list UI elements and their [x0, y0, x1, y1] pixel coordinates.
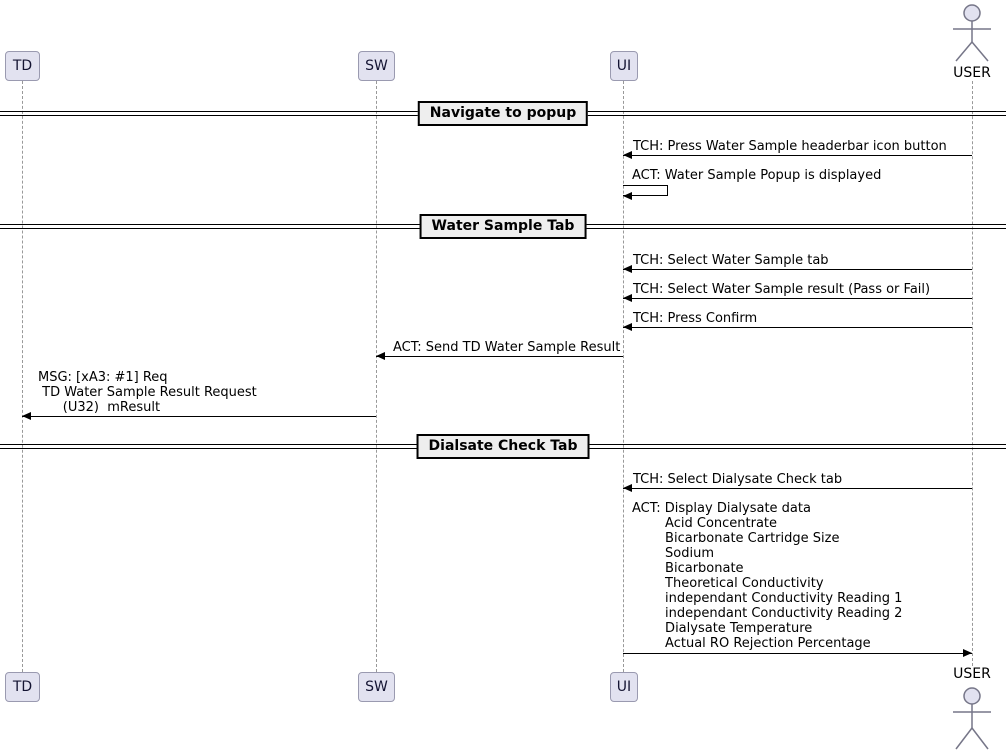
lifeline-ui	[623, 81, 624, 672]
message-td-water-sample-result-request: MSG: [xA3: #1] Req TD Water Sample Resul…	[38, 370, 257, 415]
lifeline-user	[972, 81, 973, 666]
user-actor-icon-bottom	[953, 687, 991, 750]
message-water-sample-popup-displayed: ACT: Water Sample Popup is displayed	[632, 168, 882, 183]
message-select-water-sample-tab: TCH: Select Water Sample tab	[633, 253, 829, 268]
arrowhead-left-icon	[22, 412, 31, 420]
participant-ui-label: UI	[616, 679, 632, 695]
divider-dialsate-check-tab: Dialsate Check Tab	[0, 434, 1006, 459]
arrowhead-left-icon	[623, 192, 632, 200]
user-actor-label-bottom: USER	[953, 666, 991, 682]
participant-sw-top: SW	[358, 51, 395, 81]
participant-td-label: TD	[12, 58, 33, 74]
message-send-td-water-sample-result: ACT: Send TD Water Sample Result	[393, 340, 621, 355]
arrow-m7	[22, 412, 376, 420]
lifeline-sw	[376, 81, 377, 672]
arrowhead-left-icon	[623, 265, 632, 273]
message-press-confirm: TCH: Press Confirm	[633, 311, 758, 326]
participant-sw-label: SW	[365, 58, 388, 74]
participant-td-label: TD	[12, 679, 33, 695]
arrowhead-left-icon	[623, 323, 632, 331]
divider-navigate-to-popup: Navigate to popup	[0, 101, 1006, 126]
lifeline-td	[22, 81, 23, 672]
user-actor-label-top: USER	[953, 65, 991, 81]
arrow-m8	[623, 484, 972, 492]
arrowhead-right-icon	[963, 649, 972, 657]
participant-sw-label: SW	[365, 679, 388, 695]
message-display-dialysate-data: ACT: Display Dialysate data Acid Concent…	[632, 501, 903, 651]
message-select-water-sample-result: TCH: Select Water Sample result (Pass or…	[633, 282, 931, 297]
participant-ui-bottom: UI	[610, 672, 638, 702]
participant-td-bottom: TD	[5, 672, 40, 702]
participant-sw-bottom: SW	[358, 672, 395, 702]
arrow-m9	[623, 649, 972, 657]
arrow-m3	[623, 265, 972, 273]
divider-water-sample-tab-label: Water Sample Tab	[419, 214, 587, 239]
divider-navigate-to-popup-label: Navigate to popup	[417, 101, 589, 126]
arrow-m5	[623, 323, 972, 331]
participant-td-top: TD	[5, 51, 40, 81]
user-actor-icon-top	[953, 4, 991, 62]
arrow-m4	[623, 294, 972, 302]
arrowhead-left-icon	[623, 294, 632, 302]
arrowhead-left-icon	[376, 352, 385, 360]
arrowhead-left-icon	[623, 151, 632, 159]
message-select-dialysate-check-tab: TCH: Select Dialysate Check tab	[633, 472, 843, 487]
arrow-m1	[623, 151, 972, 159]
message-press-water-sample-headerbar: TCH: Press Water Sample headerbar icon b…	[633, 139, 947, 154]
participant-ui-top: UI	[610, 51, 638, 81]
divider-water-sample-tab: Water Sample Tab	[0, 214, 1006, 239]
divider-dialsate-check-tab-label: Dialsate Check Tab	[416, 434, 590, 459]
arrow-m2-self	[623, 185, 668, 200]
arrow-m6	[376, 352, 623, 360]
arrowhead-left-icon	[623, 484, 632, 492]
participant-ui-label: UI	[616, 58, 632, 74]
